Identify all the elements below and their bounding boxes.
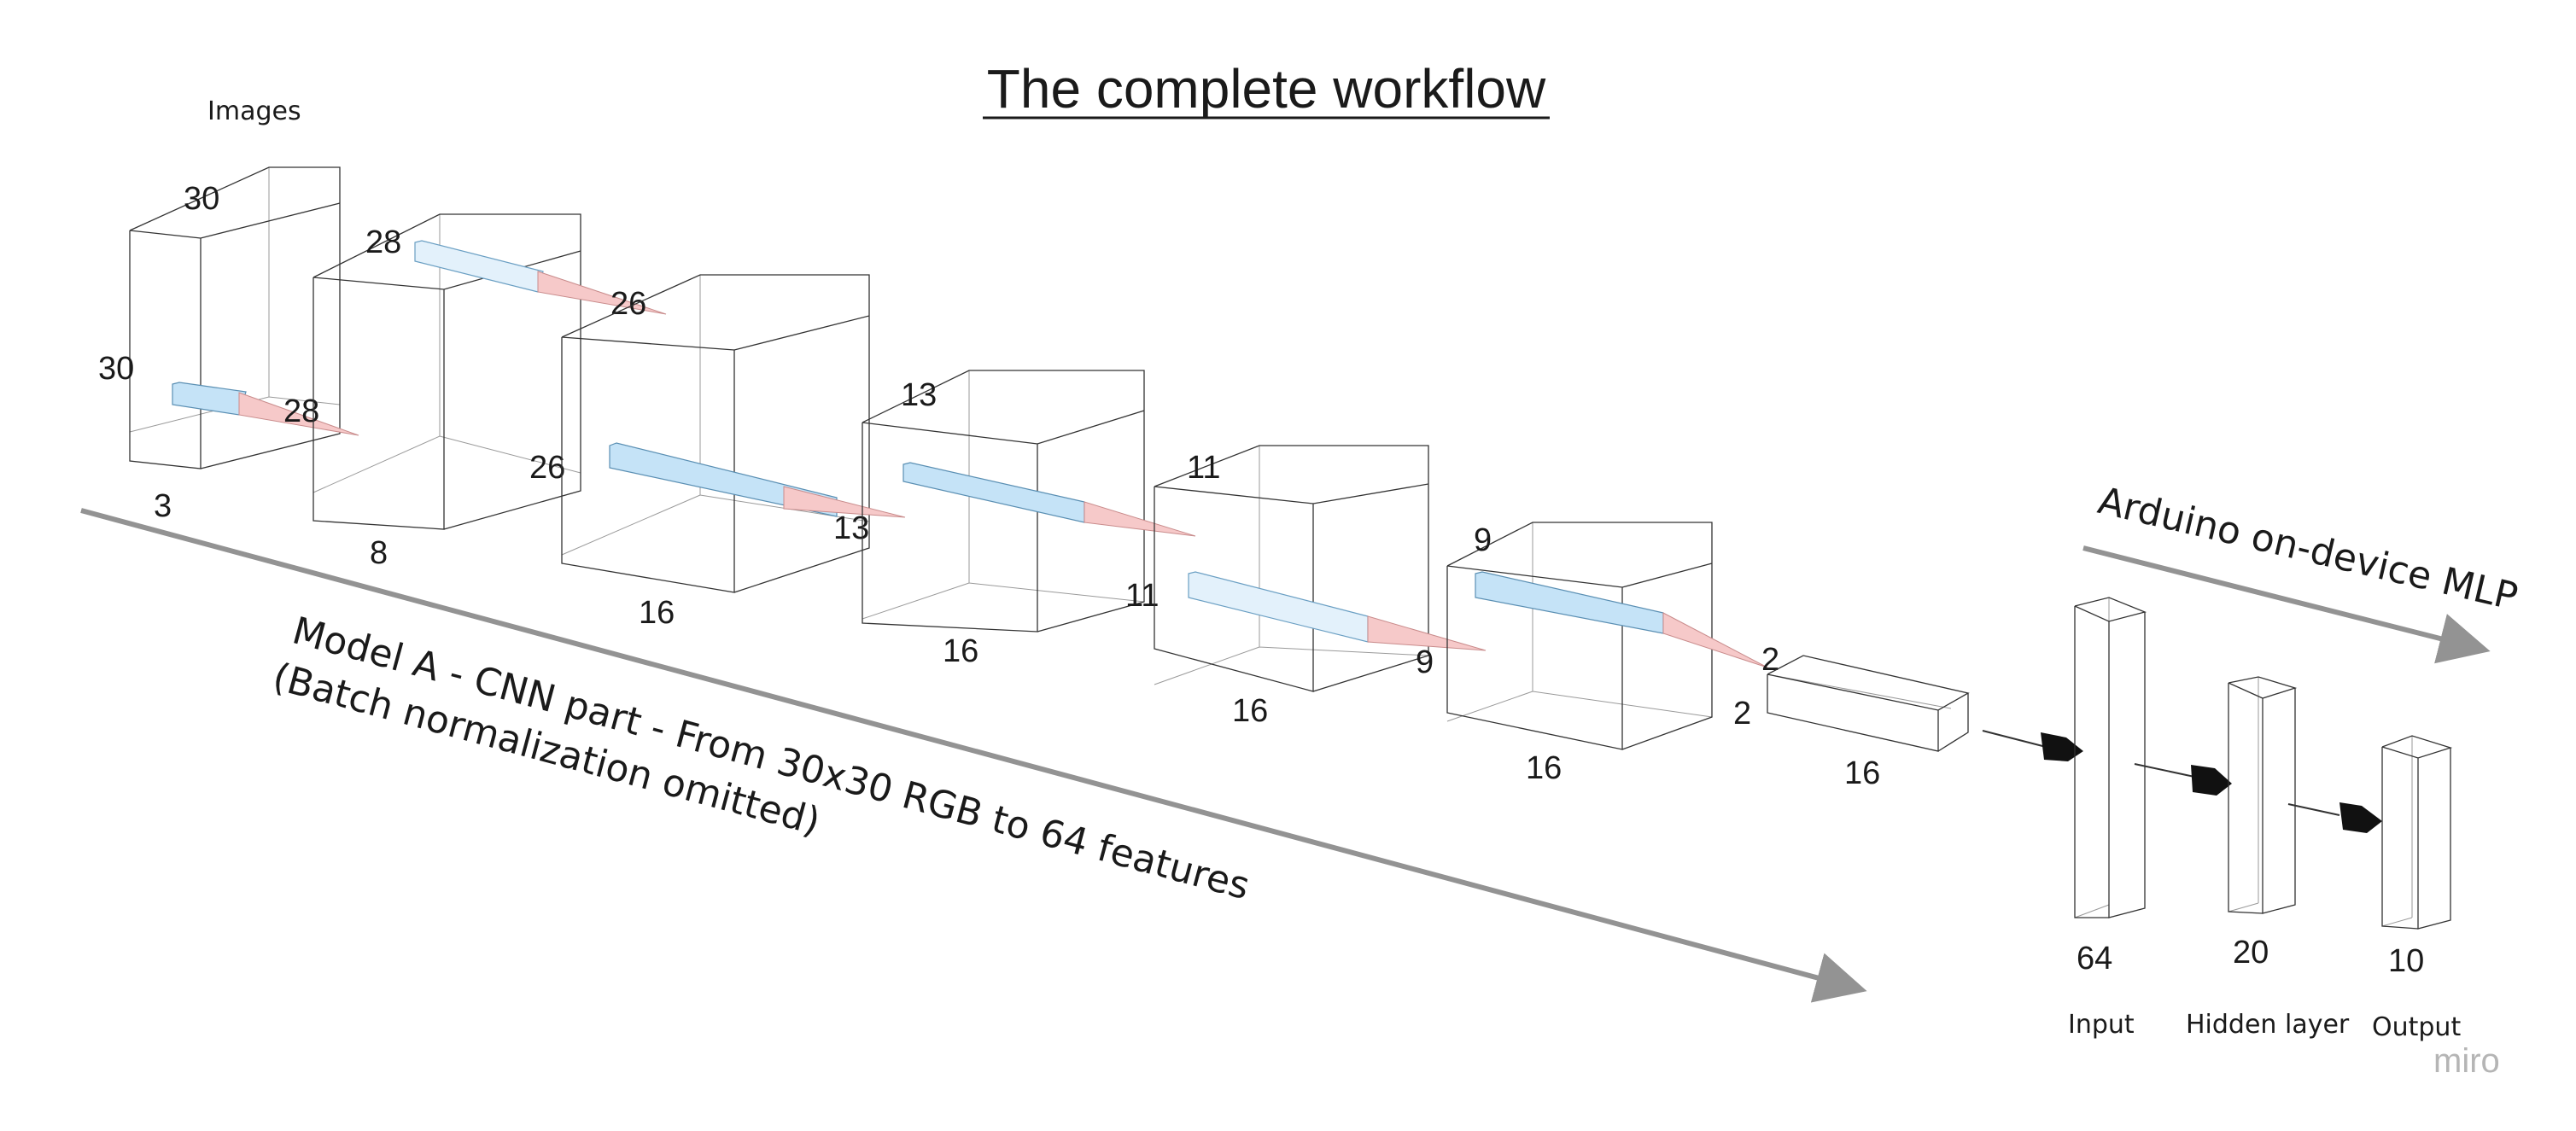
mlp-label: Arduino on-device MLP <box>2094 479 2521 619</box>
block5-top-dim: 11 <box>1187 450 1220 486</box>
page-title: The complete workflow <box>987 58 1546 120</box>
cnn-label-line1: Model A - CNN part - From 30x30 RGB to 6… <box>288 609 1254 908</box>
cnn-block-6 <box>1446 522 1713 750</box>
kernel6-out-dim: 2 <box>1761 642 1779 678</box>
mlp-input-layer <box>2074 597 2147 918</box>
mlp-output-size: 10 <box>2388 943 2424 979</box>
cnn-block-7 <box>1767 655 1970 752</box>
block4-side-dim: 11 <box>1125 578 1159 614</box>
cnn-block-4 <box>862 370 1145 633</box>
connector-2 <box>2134 763 2232 796</box>
block2-depth: 8 <box>370 535 388 571</box>
kernel-4 <box>902 462 1196 537</box>
block7-depth: 16 <box>1844 755 1880 791</box>
kernel-1 <box>172 382 359 436</box>
kernel-6 <box>1475 571 1768 668</box>
cnn-block-5 <box>1154 445 1429 692</box>
block3-depth: 16 <box>639 595 675 631</box>
block1-top-dim: 30 <box>184 181 219 217</box>
kernel2-out-dim: 26 <box>610 286 646 322</box>
block1-depth: 3 <box>154 488 172 524</box>
mlp-hidden-name: Hidden layer <box>2186 1010 2350 1040</box>
block4-top-dim: 13 <box>901 377 937 413</box>
kernel5-out-dim: 9 <box>1416 644 1434 680</box>
block6-top-dim: 9 <box>1474 522 1492 558</box>
kernel-2 <box>414 240 667 315</box>
cnn-block-3 <box>561 274 870 593</box>
block2-side-dim: 26 <box>529 450 565 486</box>
mlp-input-name: Input <box>2068 1010 2135 1040</box>
block1-side-dim: 30 <box>98 351 134 387</box>
images-label: Images <box>207 96 301 126</box>
mlp-hidden-layer <box>2228 676 2298 914</box>
mlp-input-size: 64 <box>2077 941 2112 977</box>
block2-top-dim: 28 <box>365 224 401 260</box>
block4-depth: 16 <box>943 633 978 669</box>
kernel-5 <box>1188 571 1487 651</box>
mlp-arrow <box>2082 545 2491 664</box>
block6-depth: 16 <box>1526 750 1562 786</box>
connector-3 <box>2287 802 2382 833</box>
kernel1-out-dim: 28 <box>283 394 319 429</box>
connector-1 <box>1982 730 2083 761</box>
cnn-block-2 <box>313 213 581 530</box>
block6-side-dim: 2 <box>1733 696 1751 732</box>
cnn-arrow <box>80 508 1867 1003</box>
miro-watermark: miro <box>2433 1042 2500 1080</box>
mlp-hidden-size: 20 <box>2233 935 2269 971</box>
kernel3-out-dim: 13 <box>833 510 869 546</box>
block5-depth: 16 <box>1232 693 1268 729</box>
kernel-3 <box>609 442 906 518</box>
mlp-output-name: Output <box>2372 1012 2461 1042</box>
mlp-output-layer <box>2381 735 2453 930</box>
